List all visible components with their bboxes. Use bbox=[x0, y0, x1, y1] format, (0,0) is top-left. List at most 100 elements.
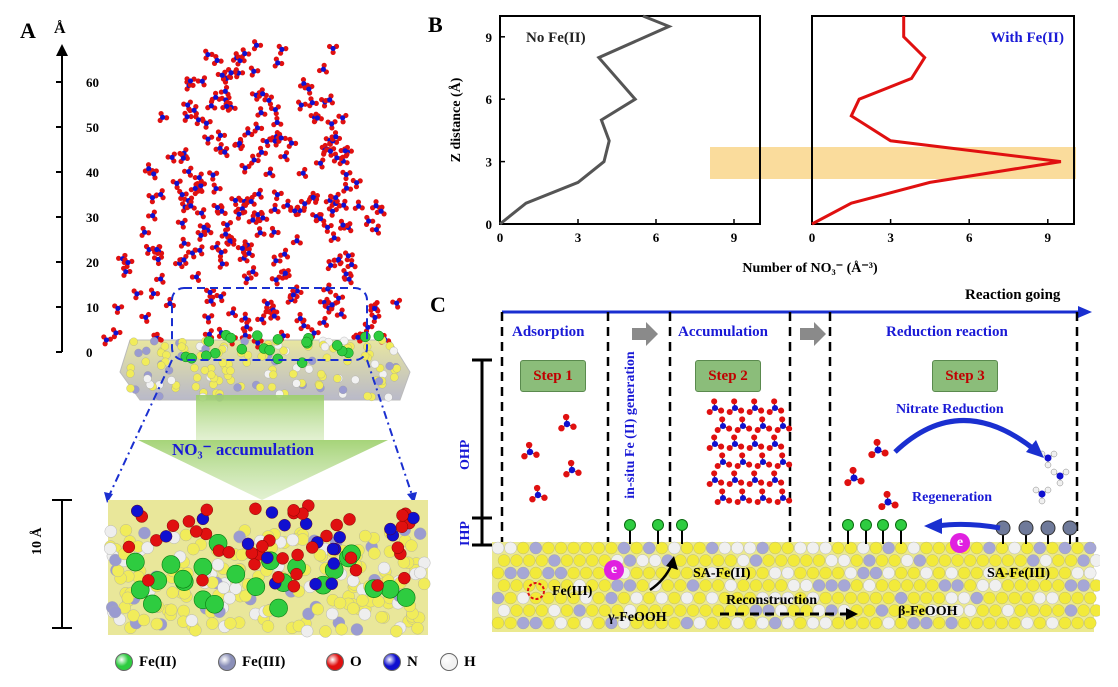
nitrate-molecule bbox=[151, 254, 165, 267]
nitrate-molecule bbox=[189, 270, 202, 283]
nitrate-molecule bbox=[122, 257, 135, 270]
nitrate-molecule bbox=[563, 459, 582, 478]
ammonia-molecule bbox=[1032, 486, 1052, 505]
nitrate-molecule bbox=[184, 76, 197, 88]
nitrate-molecule bbox=[239, 47, 252, 60]
nitrate-molecule bbox=[147, 168, 159, 181]
nitrate-molecule bbox=[209, 90, 222, 103]
nitrate-molecule bbox=[329, 130, 343, 142]
nitrate-molecule bbox=[178, 151, 190, 165]
nitrate-cloud bbox=[101, 39, 403, 402]
nitrate-molecule bbox=[338, 144, 350, 158]
nitrate-reduction-arrow bbox=[893, 418, 1037, 454]
nitrate-molecule bbox=[726, 398, 745, 416]
nitrate-molecule bbox=[341, 181, 354, 194]
step-arrow-1 bbox=[632, 322, 658, 346]
x-tick-label: 0 bbox=[497, 230, 504, 245]
nitrate-molecule bbox=[337, 218, 350, 231]
nitrate-molecule bbox=[324, 146, 337, 158]
legend-label: O bbox=[350, 653, 362, 670]
nitrate-molecule bbox=[294, 311, 307, 324]
nitrate-molecule bbox=[276, 43, 289, 56]
nitrate-molecule bbox=[177, 253, 189, 266]
nitrate-molecule bbox=[202, 313, 215, 325]
nitrate-molecule bbox=[256, 145, 269, 158]
fe2-atom bbox=[143, 594, 162, 614]
nitrate-molecule bbox=[218, 145, 230, 159]
nitrate-molecule bbox=[131, 288, 144, 301]
nitrate-molecule bbox=[878, 490, 899, 511]
sa-fe2-label: SA-Fe(II) bbox=[693, 566, 751, 581]
nitrate-molecule bbox=[746, 470, 765, 488]
nitrate-molecule bbox=[754, 452, 773, 470]
nitrate-molecule bbox=[766, 398, 785, 416]
regeneration-arrow bbox=[937, 521, 1001, 531]
nitrate-molecule bbox=[706, 398, 725, 416]
nitrate-molecule bbox=[369, 223, 382, 236]
series-line bbox=[811, 16, 1062, 226]
nitrate-molecule bbox=[142, 162, 155, 174]
stage-accumulation: Accumulation bbox=[678, 324, 768, 340]
nitrate-molecule bbox=[165, 151, 177, 164]
sa-fe3-label: SA-Fe(III) bbox=[987, 566, 1050, 581]
fe2-atom bbox=[396, 588, 416, 607]
nitrate-molecule bbox=[287, 288, 300, 300]
nitrate-molecule bbox=[246, 265, 259, 277]
nitrate-molecule bbox=[182, 110, 194, 123]
beta-feooh-label: β-FeOOH bbox=[898, 604, 958, 619]
insitu-label: in-situ Fe (II) generation bbox=[623, 351, 638, 499]
nitrate-molecule bbox=[157, 110, 170, 124]
axis-unit-label: Å bbox=[54, 20, 66, 37]
nitrate-molecule bbox=[192, 171, 204, 184]
nitrate-molecule bbox=[334, 307, 347, 320]
nitrate-molecule bbox=[229, 195, 242, 208]
zoomed-atoms bbox=[104, 499, 431, 638]
nitrate-molecule bbox=[774, 488, 793, 506]
nitrate-molecule bbox=[268, 104, 281, 117]
fe2-site bbox=[877, 519, 889, 531]
legend-item: H bbox=[440, 653, 476, 671]
nitrate-molecule bbox=[374, 204, 387, 217]
nitrate-molecule bbox=[215, 129, 228, 142]
funnel-shaft bbox=[196, 395, 324, 440]
nitrate-molecule bbox=[290, 234, 303, 246]
x-tick-label: 6 bbox=[966, 230, 973, 245]
nitrate-molecule bbox=[328, 231, 341, 244]
y-tick-label: 3 bbox=[486, 155, 493, 170]
fe3-vacancy bbox=[527, 582, 545, 600]
nitrate-molecule bbox=[207, 170, 220, 182]
nitrate-molecule bbox=[746, 434, 765, 452]
nitrate-molecule bbox=[252, 187, 264, 200]
nitrate-molecule bbox=[257, 211, 270, 224]
panel-b-letter: B bbox=[428, 12, 443, 37]
fe2-site bbox=[624, 519, 636, 531]
nitrate-molecule bbox=[333, 292, 346, 305]
fe2-atom bbox=[264, 344, 275, 356]
nitrate-molecule bbox=[242, 126, 255, 138]
scale-label: 10 Å bbox=[30, 527, 45, 555]
nitrate-molecule bbox=[307, 96, 319, 109]
series-line bbox=[499, 14, 673, 226]
nitrate-molecule bbox=[309, 327, 321, 340]
nitrate-molecule bbox=[241, 273, 254, 286]
fe2-atom bbox=[301, 336, 312, 348]
nitrate-molecule bbox=[211, 53, 224, 66]
nitrate-molecule bbox=[203, 48, 215, 61]
legend-label: H bbox=[464, 653, 476, 670]
z-tick-label: 50 bbox=[86, 120, 99, 135]
surface-atoms bbox=[491, 541, 1100, 630]
fe2-atom bbox=[225, 332, 237, 344]
nitrate-molecule bbox=[262, 94, 275, 107]
x-tick-label: 9 bbox=[731, 230, 738, 245]
nitrate-molecule bbox=[214, 291, 227, 304]
fe2-atom bbox=[360, 331, 371, 343]
nitrate-molecule bbox=[268, 202, 281, 215]
nitrate-molecule bbox=[271, 189, 284, 202]
nitrate-molecule bbox=[112, 303, 125, 315]
nitrate-molecule bbox=[239, 162, 252, 175]
fe2-site bbox=[895, 519, 907, 531]
nitrate-molecule bbox=[726, 434, 745, 452]
nitrate-molecule bbox=[263, 166, 276, 179]
